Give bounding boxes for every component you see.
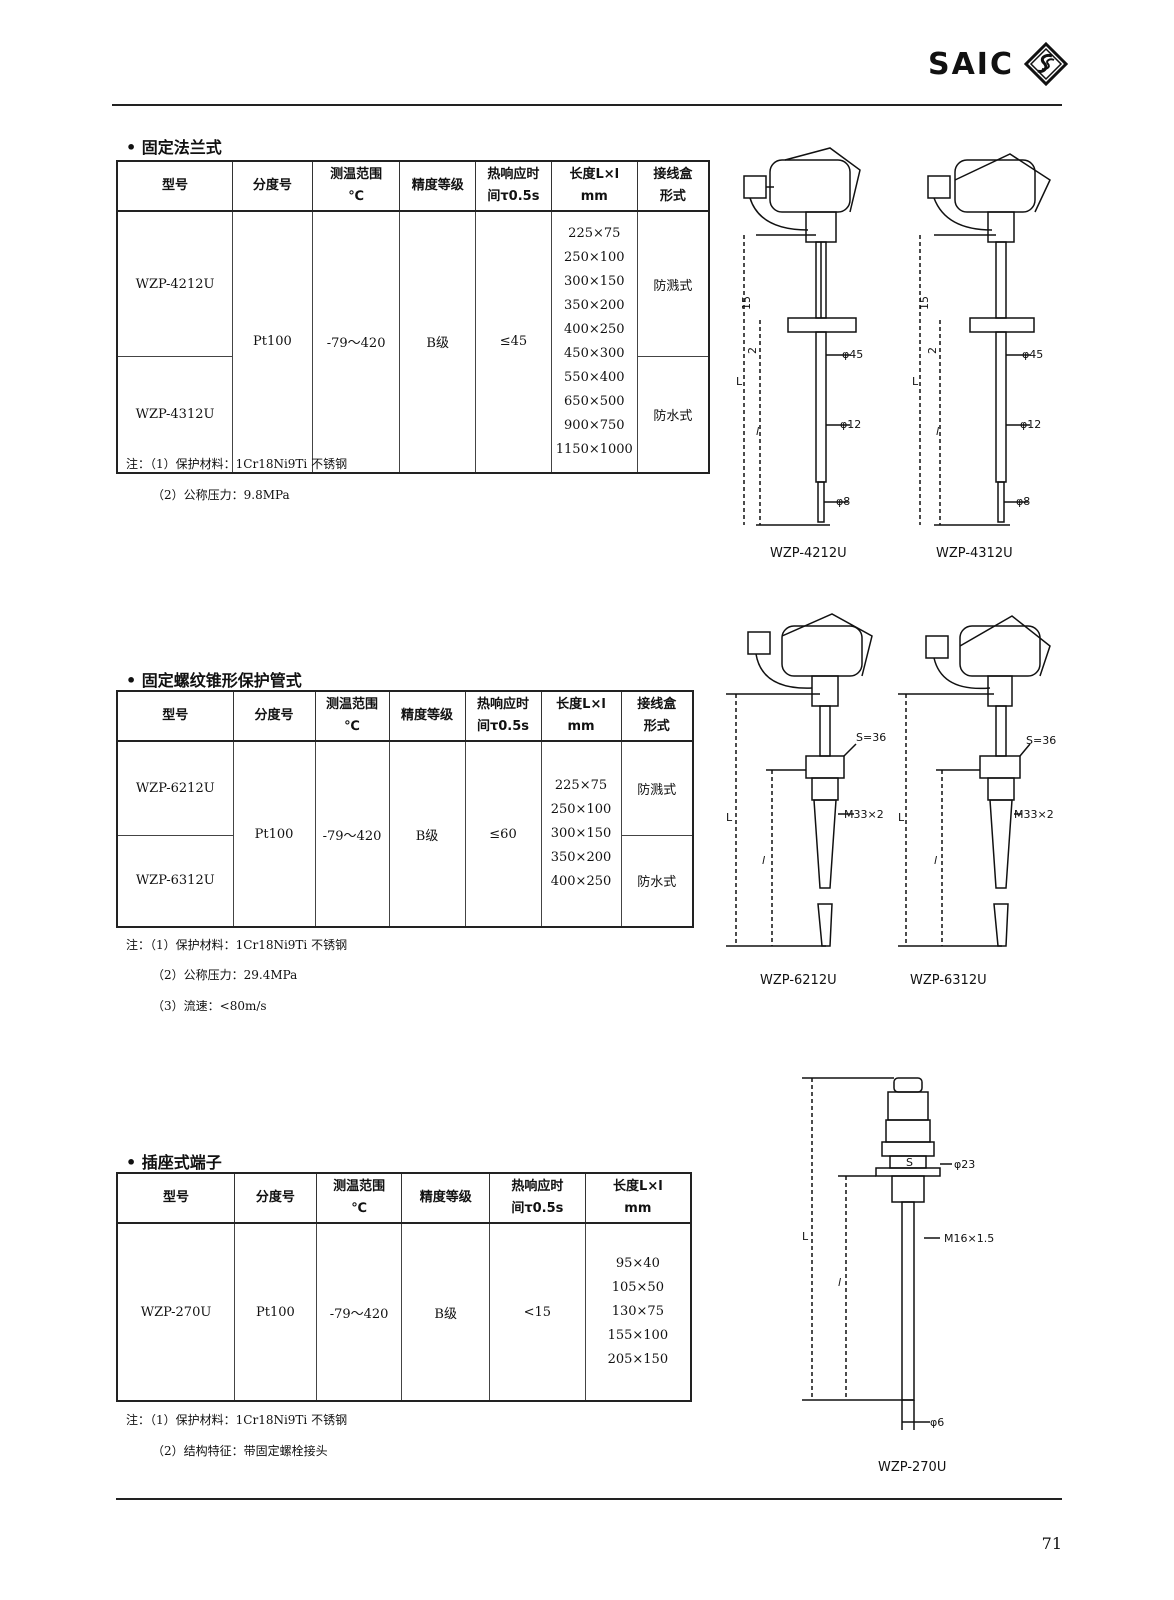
col-header-box: 接线盒形式	[636, 160, 710, 212]
col-header-range: 测温范围℃	[314, 690, 390, 742]
svg-text:φ6: φ6	[930, 1416, 944, 1429]
flange-thermometer-drawing: 15 2 L l φ45 φ12 φ8 15 2 L l φ45 φ12 φ8	[736, 147, 1051, 526]
accuracy-cell: B级	[401, 1222, 490, 1402]
section-title-flange: • 固定法兰式	[126, 138, 222, 157]
svg-text:M33×2: M33×2	[1014, 808, 1054, 821]
svg-text:l: l	[934, 854, 937, 867]
saic-emblem-icon	[1024, 42, 1068, 86]
svg-text:φ8: φ8	[1016, 495, 1030, 508]
figure-caption: WZP-6212U	[760, 973, 837, 988]
svg-text:15: 15	[918, 296, 931, 310]
header-rule	[112, 104, 1062, 106]
col-header-accuracy: 精度等级	[388, 690, 466, 742]
svg-text:S=36: S=36	[1026, 734, 1056, 747]
section-title-socket-terminal: • 插座式端子	[126, 1153, 222, 1172]
svg-text:2: 2	[746, 347, 759, 354]
svg-text:l: l	[756, 425, 759, 438]
page-number: 71	[1041, 1534, 1062, 1553]
svg-text:2: 2	[926, 347, 939, 354]
svg-text:S=36: S=36	[856, 731, 886, 744]
col-header-range: 测温范围℃	[311, 160, 401, 212]
model-cell: WZP-4312U	[116, 356, 234, 473]
note-line: （2）公称压力：29.4MPa	[152, 968, 298, 982]
col-header-range: 测温范围℃	[315, 1172, 403, 1224]
response-cell: ≤60	[464, 740, 542, 928]
note-line: 注：（1）保护材料：1Cr18Ni9Ti 不锈钢	[126, 1413, 348, 1427]
figure-caption: WZP-6312U	[910, 973, 987, 988]
svg-text:L: L	[726, 811, 733, 824]
box-type-cell: 防溅式	[636, 210, 710, 357]
range-cell: -79～420	[311, 210, 401, 473]
col-header-model: 型号	[116, 690, 234, 742]
tapered-thermometer-drawing: S=36 M33×2 L l S=36 M33×2 L l	[726, 613, 1056, 947]
box-type-cell: 防水式	[636, 356, 710, 473]
socket-thermometer-drawing: S φ23 M16×1.5 φ6 L l	[802, 1077, 994, 1430]
note-line: （2）结构特征：带固定螺栓接头	[152, 1444, 328, 1458]
col-header-box: 接线盒形式	[620, 690, 694, 742]
note-line: 注：（1）保护材料：1Cr18Ni9Ti 不锈钢	[126, 457, 348, 471]
svg-text:M16×1.5: M16×1.5	[944, 1232, 994, 1245]
svg-text:φ8: φ8	[836, 495, 850, 508]
figure-caption: WZP-4212U	[770, 546, 847, 561]
col-header-response: 热响应时间τ0.5s	[464, 690, 542, 742]
svg-text:φ12: φ12	[1020, 418, 1041, 431]
graduation-cell: Pt100	[232, 210, 313, 473]
box-type-cell: 防溅式	[620, 740, 694, 836]
model-cell: WZP-270U	[116, 1222, 236, 1402]
note-line: （3）流速：<80m/s	[152, 999, 267, 1013]
brand-name: SAIC	[927, 46, 1014, 82]
note-line: （2）公称压力：9.8MPa	[152, 488, 290, 502]
svg-text:L: L	[802, 1230, 809, 1243]
svg-text:l: l	[936, 425, 939, 438]
svg-text:φ12: φ12	[840, 418, 861, 431]
footer-rule	[116, 1498, 1062, 1500]
model-cell: WZP-4212U	[116, 210, 234, 357]
svg-text:L: L	[912, 375, 919, 388]
svg-text:l: l	[838, 1276, 841, 1289]
range-cell: -79～420	[315, 1222, 403, 1402]
note-line: 注：（1）保护材料：1Cr18Ni9Ti 不锈钢	[126, 938, 348, 952]
box-type-cell: 防水式	[620, 834, 694, 928]
svg-text:S: S	[906, 1156, 913, 1169]
brand-logo: SAIC	[928, 42, 1068, 86]
svg-text:L: L	[898, 811, 905, 824]
svg-text:φ45: φ45	[842, 348, 863, 361]
graduation-cell: Pt100	[234, 1222, 317, 1402]
svg-text:M33×2: M33×2	[844, 808, 884, 821]
col-header-graduation: 分度号	[234, 1172, 317, 1224]
figure-caption: WZP-4312U	[936, 546, 1013, 561]
col-header-graduation: 分度号	[232, 690, 316, 742]
graduation-cell: Pt100	[232, 740, 316, 928]
col-header-model: 型号	[116, 160, 234, 212]
col-header-model: 型号	[116, 1172, 236, 1224]
accuracy-cell: B级	[388, 740, 466, 928]
col-header-graduation: 分度号	[232, 160, 313, 212]
range-cell: -79～420	[314, 740, 390, 928]
figure-caption: WZP-270U	[878, 1460, 947, 1475]
response-cell: ≤45	[475, 210, 552, 473]
col-header-accuracy: 精度等级	[399, 160, 477, 212]
accuracy-cell: B级	[399, 210, 477, 473]
svg-text:φ45: φ45	[1022, 348, 1043, 361]
svg-text:15: 15	[740, 296, 753, 310]
col-header-response: 热响应时间τ0.5s	[489, 1172, 586, 1224]
response-cell: <15	[489, 1222, 586, 1402]
model-cell: WZP-6312U	[116, 834, 234, 928]
svg-text:L: L	[736, 375, 743, 388]
model-cell: WZP-6212U	[116, 740, 234, 836]
col-header-response: 热响应时间τ0.5s	[475, 160, 552, 212]
col-header-accuracy: 精度等级	[401, 1172, 490, 1224]
svg-text:φ23: φ23	[954, 1158, 975, 1171]
svg-text:l: l	[762, 854, 765, 867]
section-title-tapered-thread: • 固定螺纹锥形保护管式	[126, 671, 302, 690]
